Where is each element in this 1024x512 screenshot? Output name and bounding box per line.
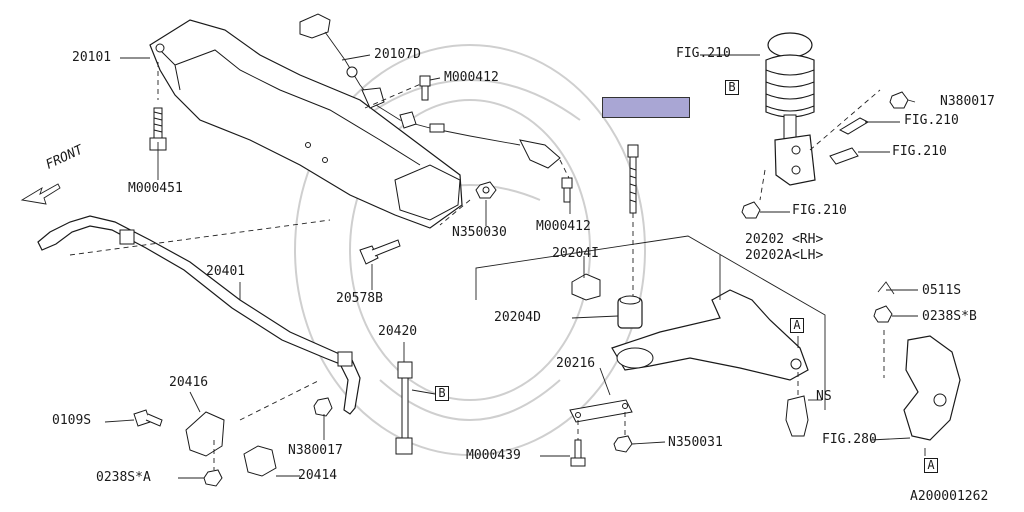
nut-n380017-top[interactable] (889, 91, 909, 109)
label-n350030[interactable]: N350030 (452, 225, 507, 240)
label-fig210-r2[interactable]: FIG.210 (892, 144, 947, 159)
highlight-selection[interactable] (602, 97, 690, 118)
label-0511s[interactable]: 0511S (922, 283, 962, 298)
bracket-20416[interactable] (185, 411, 225, 457)
label-0238s-a[interactable]: 0238S*A (96, 470, 151, 485)
callout-a-arm[interactable]: A (790, 318, 804, 333)
label-20204d[interactable]: 20204D (494, 310, 541, 325)
label-20416[interactable]: 20416 (169, 375, 209, 390)
bolt-m000412-top[interactable] (419, 75, 431, 101)
label-20578b[interactable]: 20578B (336, 291, 383, 306)
label-m000439[interactable]: M000439 (466, 448, 521, 463)
bracket-20216[interactable] (569, 399, 633, 423)
label-n380017-top[interactable]: N380017 (940, 94, 995, 109)
bushing-20414[interactable] (243, 445, 277, 477)
bolt-highlighted[interactable] (627, 144, 639, 214)
callout-b-strut[interactable]: B (725, 80, 739, 95)
nut-n380017-lower[interactable] (313, 397, 333, 417)
label-fig210-r1[interactable]: FIG.210 (904, 113, 959, 128)
link-20107d[interactable] (299, 13, 561, 169)
label-fig210-top[interactable]: FIG.210 (676, 46, 731, 61)
callout-a-knuckle[interactable]: A (924, 458, 938, 473)
label-m000412-top[interactable]: M000412 (444, 70, 499, 85)
nut-n350031[interactable] (613, 435, 633, 453)
bolt-fig210-r2[interactable] (829, 147, 859, 165)
bushing-20204d[interactable] (617, 295, 643, 329)
front-arrow-icon (20, 183, 61, 205)
bolt-20578b[interactable] (359, 239, 401, 265)
label-20414[interactable]: 20414 (298, 468, 338, 483)
watermark-emblem (294, 44, 646, 456)
label-20202[interactable]: 20202 <RH> (745, 232, 824, 247)
label-0109s[interactable]: 0109S (52, 413, 92, 428)
label-20202a[interactable]: 20202A<LH> (745, 248, 824, 263)
callout-b-link[interactable]: B (435, 386, 449, 401)
bolt-m000439[interactable] (570, 439, 586, 467)
label-20107d[interactable]: 20107D (374, 47, 421, 62)
label-n380017-lower[interactable]: N380017 (288, 443, 343, 458)
label-20216[interactable]: 20216 (556, 356, 596, 371)
stabilizer-bar-20401[interactable] (37, 215, 361, 415)
label-fig210-low[interactable]: FIG.210 (792, 203, 847, 218)
ball-joint[interactable] (785, 395, 809, 437)
label-m000412-mid[interactable]: M000412 (536, 219, 591, 234)
crossmember-20101[interactable] (149, 19, 463, 229)
control-arm-20202[interactable] (611, 289, 809, 381)
label-20204i[interactable]: 20204I (552, 246, 599, 261)
label-m000451[interactable]: M000451 (128, 181, 183, 196)
label-n350031[interactable]: N350031 (668, 435, 723, 450)
label-fig280[interactable]: FIG.280 (822, 432, 877, 447)
label-0238s-b[interactable]: 0238S*B (922, 309, 977, 324)
bolt-m000412-mid[interactable] (561, 177, 573, 203)
nut-0238s-a[interactable] (203, 469, 223, 487)
nut-n350030[interactable] (475, 181, 497, 199)
bolt-0109s[interactable] (133, 409, 163, 427)
label-20101[interactable]: 20101 (72, 50, 112, 65)
nut-fig210-low[interactable] (741, 201, 761, 219)
label-20420[interactable]: 20420 (378, 324, 418, 339)
link-20420[interactable] (395, 361, 413, 455)
nut-0238s-b[interactable] (873, 305, 893, 323)
bushing-20204i[interactable] (571, 273, 601, 301)
diagram-id: A200001262 (910, 489, 989, 504)
knuckle[interactable] (903, 335, 961, 441)
label-ns: NS (816, 389, 832, 404)
label-20401[interactable]: 20401 (206, 264, 246, 279)
wire-0511s[interactable] (877, 281, 895, 295)
strut-assembly[interactable] (765, 32, 816, 186)
